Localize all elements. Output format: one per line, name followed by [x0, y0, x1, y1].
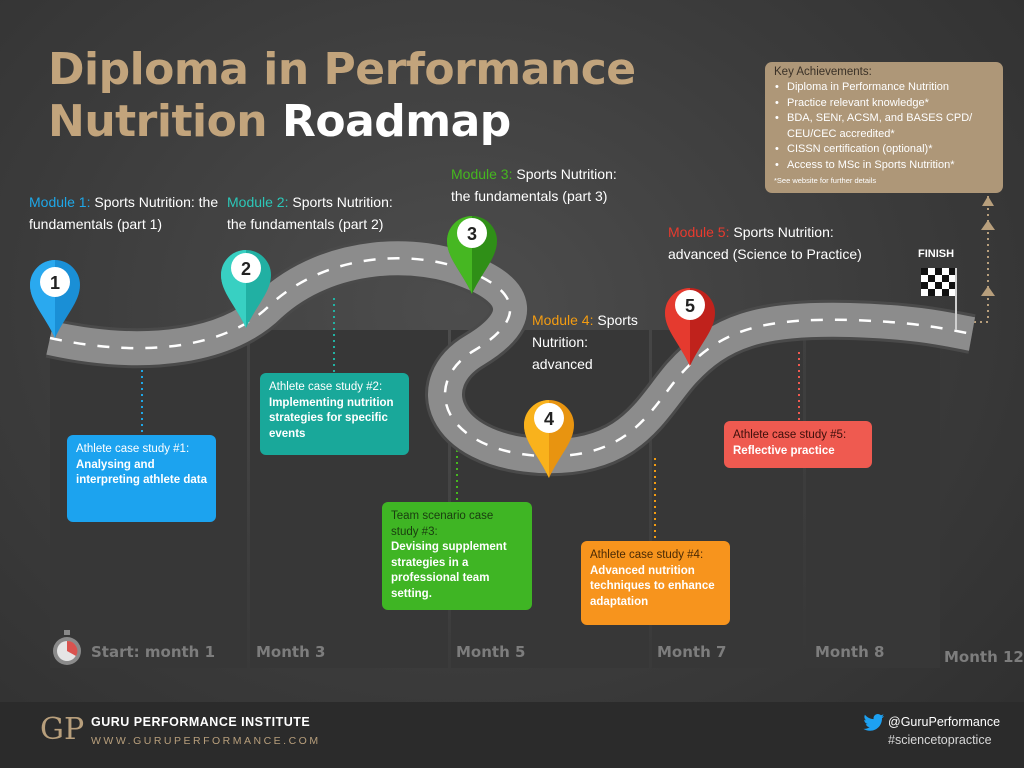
brand-name: GURU PERFORMANCE INSTITUTE [91, 715, 311, 729]
month-label-12: Month 12 [944, 648, 1024, 666]
module-text: Sports Nutrition: advanced [532, 312, 638, 372]
page-title: Diploma in Performance Nutrition Roadmap [48, 44, 636, 148]
module-text: Sports Nutrition: advanced (Science to P… [668, 224, 862, 262]
achievement-item: Access to MSc in Sports Nutrition* [774, 158, 994, 174]
module-number: Module 2: [227, 194, 289, 210]
module-5-label: Module 5: Sports Nutrition: advanced (Sc… [668, 221, 883, 265]
title-word-nutrition: Nutrition [48, 96, 268, 147]
case-study-card-3: Team scenario case study #3: Devising su… [382, 502, 532, 610]
road [45, 238, 976, 477]
module-text: Sports Nutrition: the fundamentals (part… [451, 166, 617, 204]
month-panel-8 [806, 330, 940, 668]
month-label-7: Month 7 [657, 643, 727, 661]
case-study-card-5: Athlete case study #5: Reflective practi… [724, 421, 872, 468]
achievement-item: CISSN certification (optional)* [774, 142, 994, 158]
pin-number-2: 2 [241, 259, 251, 279]
arrow-up-icon [982, 196, 994, 206]
case-study-label: Athlete case study #5: [733, 429, 847, 441]
case-study-label: Team scenario case study #3: [391, 510, 494, 538]
pin-number-5: 5 [685, 296, 695, 316]
module-text: Sports Nutrition: the fundamentals (part… [29, 194, 219, 232]
pin-number-1: 1 [50, 273, 60, 293]
module-number: Module 4: [532, 312, 594, 328]
module-number: Module 5: [668, 224, 730, 240]
month-label-5: Month 5 [456, 643, 526, 661]
stopwatch-icon [53, 630, 81, 665]
achievement-item: BDA, SENr, ACSM, and BASES CPD/ CEU/CEC … [774, 111, 994, 142]
pin-4: 4 [524, 400, 574, 478]
hashtag[interactable]: #sciencetopractice [888, 733, 992, 747]
finish-label: FINISH [918, 248, 955, 260]
module-1-label: Module 1: Sports Nutrition: the fundamen… [29, 191, 219, 235]
case-study-card-4: Athlete case study #4: Advanced nutritio… [581, 541, 730, 625]
case-study-text: Analysing and interpreting athlete data [76, 458, 207, 487]
pin-5: 5 [665, 288, 715, 366]
module-4-label: Module 4: Sports Nutrition: advanced [532, 309, 652, 375]
twitter-icon [863, 714, 885, 731]
module-number: Module 3: [451, 166, 513, 182]
case-study-card-2: Athlete case study #2: Implementing nutr… [260, 373, 409, 455]
achievements-note: *See website for further details [774, 176, 877, 185]
case-study-text: Implementing nutrition strategies for sp… [269, 396, 394, 440]
gp-logo: GP [40, 712, 85, 747]
pin-number-4: 4 [544, 409, 554, 429]
pin-2: 2 [221, 250, 271, 328]
arrow-up-icon [981, 286, 995, 296]
module-text: Sports Nutrition: the fundamentals (part… [227, 194, 393, 232]
module-number: Module 1: [29, 194, 91, 210]
title-line-1: Diploma in Performance [48, 44, 636, 95]
case-study-label: Athlete case study #2: [269, 381, 383, 393]
title-word-roadmap: Roadmap [281, 96, 511, 147]
case-study-label: Athlete case study #1: [76, 443, 190, 455]
case-study-label: Athlete case study #4: [590, 549, 704, 561]
key-achievements-box: Key Achievements: Diploma in Performance… [765, 62, 1003, 193]
arrow-up-icon [981, 220, 995, 230]
website-link[interactable]: WWW.GURUPERFORMANCE.COM [91, 735, 321, 747]
twitter-handle[interactable]: @GuruPerformance [888, 715, 1001, 729]
month-label-3: Month 3 [256, 643, 326, 661]
pin-3: 3 [447, 216, 497, 294]
pin-1: 1 [30, 260, 80, 338]
achievements-list: Diploma in Performance Nutrition Practic… [774, 80, 994, 173]
case-study-card-1: Athlete case study #1: Analysing and int… [67, 435, 216, 522]
month-label-start: Start: month 1 [91, 643, 216, 661]
module-3-label: Module 3: Sports Nutrition: the fundamen… [451, 163, 631, 207]
achievement-item: Practice relevant knowledge* [774, 96, 994, 112]
case-study-text: Devising supplement strategies in a prof… [391, 541, 507, 600]
achievement-item: Diploma in Performance Nutrition [774, 80, 994, 96]
connector-line-finish [968, 196, 989, 323]
month-label-8: Month 8 [815, 643, 885, 661]
case-study-text: Reflective practice [733, 444, 835, 457]
finish-flag-icon [921, 268, 957, 330]
footer: GP GURU PERFORMANCE INSTITUTE WWW.GURUPE… [0, 702, 1024, 768]
case-study-text: Advanced nutrition techniques to enhance… [590, 564, 715, 608]
pin-number-3: 3 [467, 224, 477, 244]
achievements-heading: Key Achievements: [774, 66, 872, 78]
module-2-label: Module 2: Sports Nutrition: the fundamen… [227, 191, 412, 235]
